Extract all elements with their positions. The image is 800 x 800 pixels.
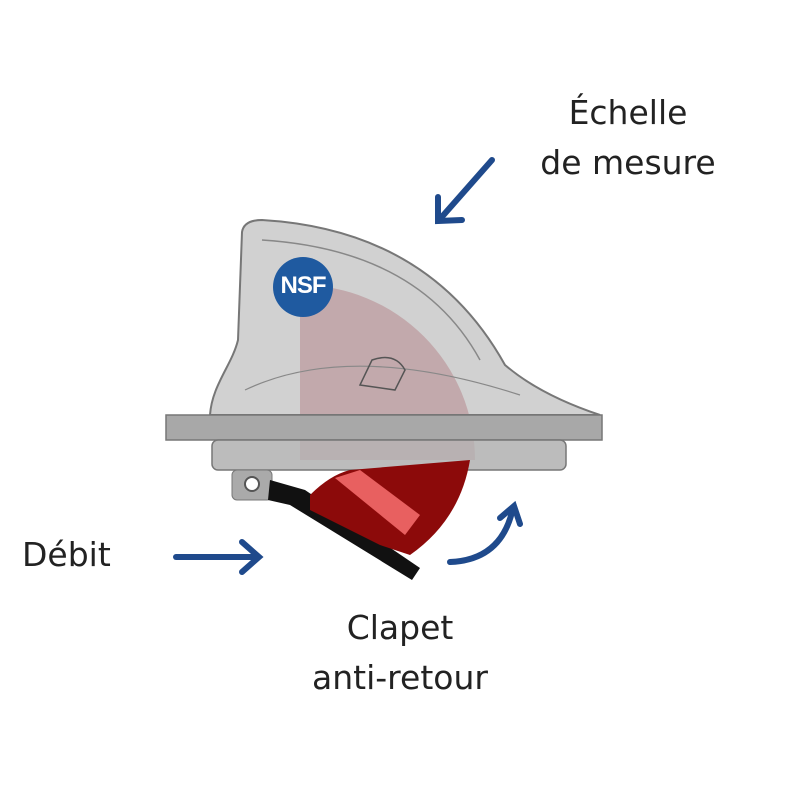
flow-label: Débit bbox=[22, 535, 111, 574]
nsf-logo bbox=[273, 257, 333, 317]
valve-label: Clapet anti-retour bbox=[290, 603, 510, 703]
meter-lower-body bbox=[211, 439, 567, 471]
meter-flange bbox=[165, 414, 603, 441]
meter-dome bbox=[208, 218, 601, 416]
dome-inner-edge bbox=[244, 365, 521, 396]
valve-arm bbox=[268, 480, 420, 580]
hinge-hole bbox=[244, 476, 260, 492]
dome-inner-edge bbox=[261, 239, 481, 361]
scale-label-line2: de mesure bbox=[540, 143, 716, 182]
valve-label-line2: anti-retour bbox=[312, 658, 488, 697]
rotation-arrow-icon bbox=[447, 500, 523, 565]
scale-label-line1: Échelle bbox=[568, 93, 688, 132]
valve-flap-band bbox=[335, 470, 420, 535]
nsf-logo-text: NSF bbox=[280, 272, 327, 299]
dome-detail bbox=[358, 356, 406, 391]
scale-label: Échelle de mesure bbox=[520, 88, 736, 188]
scale-arrow-icon bbox=[435, 157, 495, 225]
flow-arrow-icon bbox=[173, 539, 264, 575]
valve-label-line1: Clapet bbox=[346, 608, 454, 647]
